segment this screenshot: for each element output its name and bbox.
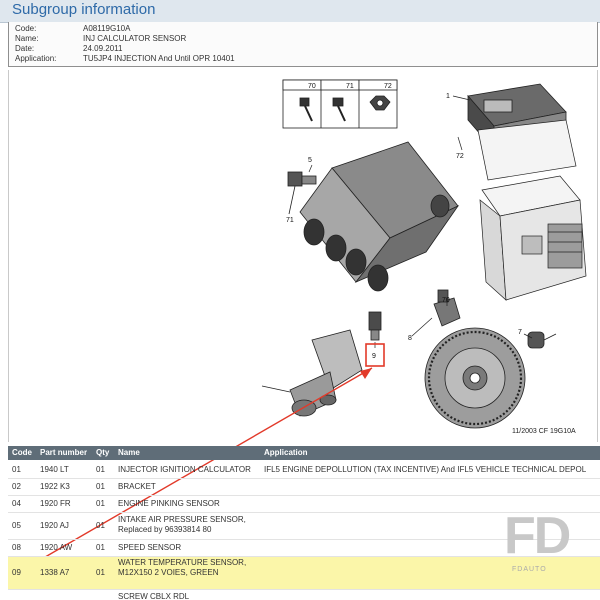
callout-9: 9	[372, 353, 376, 360]
callout-71: 71	[346, 83, 354, 90]
subgroup-info-box: Code:A08119G10A Name:INJ CALCULATOR SENS…	[8, 22, 598, 67]
header-name: Name	[118, 448, 140, 457]
table-row[interactable]: 02 1922 K3 01 BRACKET	[8, 479, 600, 496]
pinking-sensor-part	[527, 331, 557, 349]
table-row-highlighted[interactable]: 09 1338 A7 01 WATER TEMPERATURE SENSOR, …	[8, 557, 600, 590]
flywheel-part	[424, 327, 526, 429]
page-title: Subgroup information	[12, 1, 156, 18]
nut-72-icon	[369, 95, 391, 111]
callout-70: 70	[308, 83, 316, 90]
bracket-part	[477, 119, 587, 301]
callout-labels: 70 71 72 1 72 5 71 9 70 8 7	[286, 83, 522, 360]
header-part-number: Part number	[40, 448, 88, 457]
watermark-subtext: FDAUTO	[512, 566, 547, 573]
table-row[interactable]: 04 1920 FR 01 ENGINE PINKING SENSOR	[8, 496, 600, 513]
diagram-caption: 11/2003 CF 19G10A	[512, 428, 576, 435]
table-row[interactable]: 01 1940 LT 01 INJECTOR IGNITION CALCULAT…	[8, 462, 600, 479]
bolt-71-icon	[332, 97, 346, 122]
water-temperature-sensor-part	[368, 311, 382, 341]
hardware-parts-box	[282, 79, 398, 129]
callout-leaders	[308, 136, 533, 348]
header-code: Code	[12, 448, 32, 457]
table-row[interactable]: SCREW CBLX RDL	[118, 592, 190, 600]
air-pressure-sensor-part	[287, 171, 317, 215]
header-application: Application	[264, 448, 308, 457]
replacement-note: Replaced by 96393814 80	[118, 525, 212, 534]
callout-71-sensor: 71	[286, 217, 294, 224]
table-row[interactable]: 05 1920 AJ 01 INTAKE AIR PRESSURE SENSOR…	[8, 513, 600, 540]
fdauto-watermark-logo: FD FDAUTO	[500, 506, 572, 576]
table-header: Code Part number Qty Name Application	[8, 446, 600, 460]
header-qty: Qty	[96, 448, 110, 457]
callout-72-ecu: 72	[456, 153, 464, 160]
highlight-marker	[39, 343, 385, 561]
callout-72: 72	[384, 83, 392, 90]
diagram-panel	[8, 70, 598, 442]
table-row[interactable]: 08 1920 AW 01 SPEED SENSOR	[8, 540, 600, 557]
parts-table: Code Part number Qty Name Application 01…	[8, 446, 600, 600]
speed-sensor-part	[433, 289, 461, 327]
bolt-70-icon	[299, 97, 313, 122]
callout-5: 5	[308, 157, 312, 164]
callout-70-speed: 70	[442, 297, 450, 304]
callout-8: 8	[408, 335, 412, 342]
callout-1: 1	[446, 93, 450, 100]
watermark-letters: FD	[504, 507, 571, 565]
thermostat-housing-part	[261, 329, 363, 417]
callout-7: 7	[518, 329, 522, 336]
intake-manifold-part	[299, 141, 460, 292]
